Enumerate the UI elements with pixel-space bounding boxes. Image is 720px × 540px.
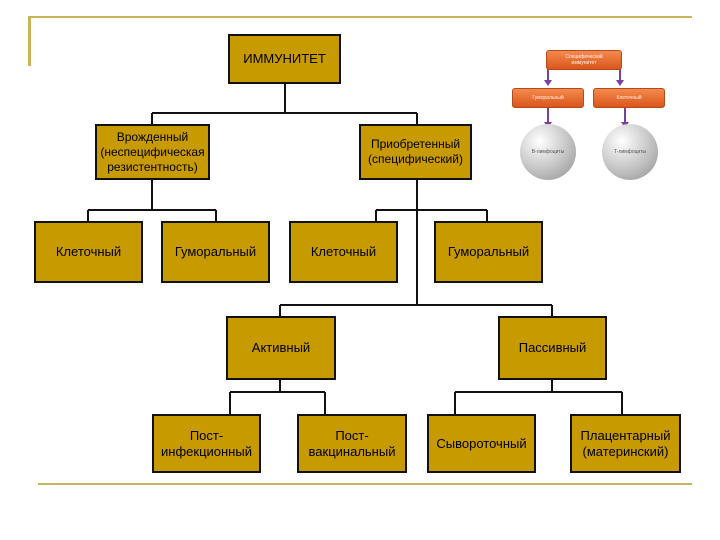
node-innate-cellular: Клеточный xyxy=(34,221,143,283)
node-innate-humoral: Гуморальный xyxy=(161,221,270,283)
node-active: Активный xyxy=(226,316,336,380)
node-post-infectious-label: Пост- инфекционный xyxy=(161,427,252,459)
node-acquired-label: Приобретенный (специфический) xyxy=(368,137,463,166)
node-acquired-humoral: Гуморальный xyxy=(434,221,543,283)
node-immunity-label: ИММУНИТЕТ xyxy=(243,51,326,66)
node-acquired: Приобретенный (специфический) xyxy=(359,124,472,180)
mini-node-specific-immunity-label: Специфический иммунитет xyxy=(565,54,603,66)
mini-node-humoral-label: Гуморальный xyxy=(532,95,564,101)
mini-sphere-t-label: Т-лимфоциты xyxy=(613,149,647,155)
mini-node-specific-immunity: Специфический иммунитет xyxy=(546,50,622,70)
frame-accent-top xyxy=(28,16,692,18)
node-acquired-cellular: Клеточный xyxy=(289,221,398,283)
node-post-vaccinal: Пост- вакцинальный xyxy=(297,414,407,473)
node-acquired-humoral-label: Гуморальный xyxy=(447,244,530,259)
mini-node-cellular: Клеточный xyxy=(593,88,665,108)
node-placental: Плацентарный (материнский) xyxy=(570,414,681,473)
frame-accent-bottom xyxy=(38,483,692,485)
node-innate-cellular-label: Клеточный xyxy=(55,244,122,259)
mini-node-cellular-label: Клеточный xyxy=(616,95,642,101)
node-innate: Врожденный (неспецифическая резистентнос… xyxy=(95,124,210,180)
mini-sphere-b-lymphocytes: В-лимфоциты xyxy=(520,124,576,180)
node-post-infectious: Пост- инфекционный xyxy=(152,414,261,473)
frame-accent-left xyxy=(28,16,31,66)
node-serum: Сывороточный xyxy=(427,414,536,473)
node-passive: Пассивный xyxy=(498,316,607,380)
mini-sphere-t-lymphocytes: Т-лимфоциты xyxy=(602,124,658,180)
node-immunity: ИММУНИТЕТ xyxy=(228,34,341,84)
node-acquired-cellular-label: Клеточный xyxy=(310,244,377,259)
node-innate-humoral-label: Гуморальный xyxy=(174,244,257,259)
node-passive-label: Пассивный xyxy=(518,340,587,355)
mini-sphere-b-label: В-лимфоциты xyxy=(531,149,565,155)
node-innate-label: Врожденный (неспецифическая резистентнос… xyxy=(100,129,205,174)
mini-node-humoral: Гуморальный xyxy=(512,88,584,108)
node-post-vaccinal-label: Пост- вакцинальный xyxy=(308,427,396,459)
node-active-label: Активный xyxy=(251,340,311,355)
node-placental-label: Плацентарный (материнский) xyxy=(580,427,671,459)
node-serum-label: Сывороточный xyxy=(436,435,527,451)
